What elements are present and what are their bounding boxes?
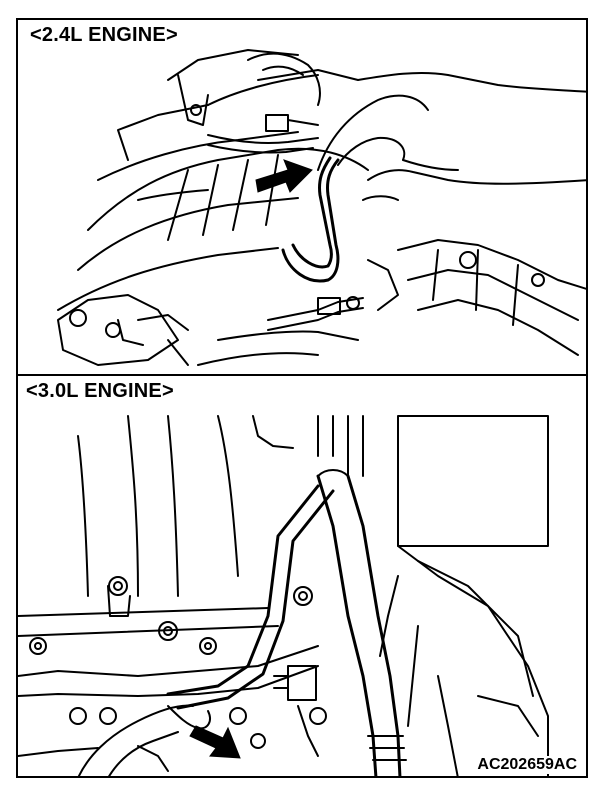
engine-3-0l-label: <3.0L ENGINE>: [24, 380, 176, 403]
panel-3-0l-engine: <3.0L ENGINE> AC202659AC: [18, 376, 586, 776]
arrow-indicator-icon: [189, 725, 241, 759]
engine-2-4l-label: <2.4L ENGINE>: [28, 24, 180, 47]
panel-2-4l-engine: <2.4L ENGINE>: [18, 20, 586, 374]
engine-3-0l-drawing: [18, 415, 549, 776]
panel-divider: [18, 374, 586, 376]
engine-2-4l-drawing: [57, 49, 586, 366]
illustration-frame: <2.4L ENGINE>: [16, 18, 588, 778]
arrow-indicator-icon: [255, 159, 313, 193]
figure-code: AC202659AC: [474, 756, 580, 774]
